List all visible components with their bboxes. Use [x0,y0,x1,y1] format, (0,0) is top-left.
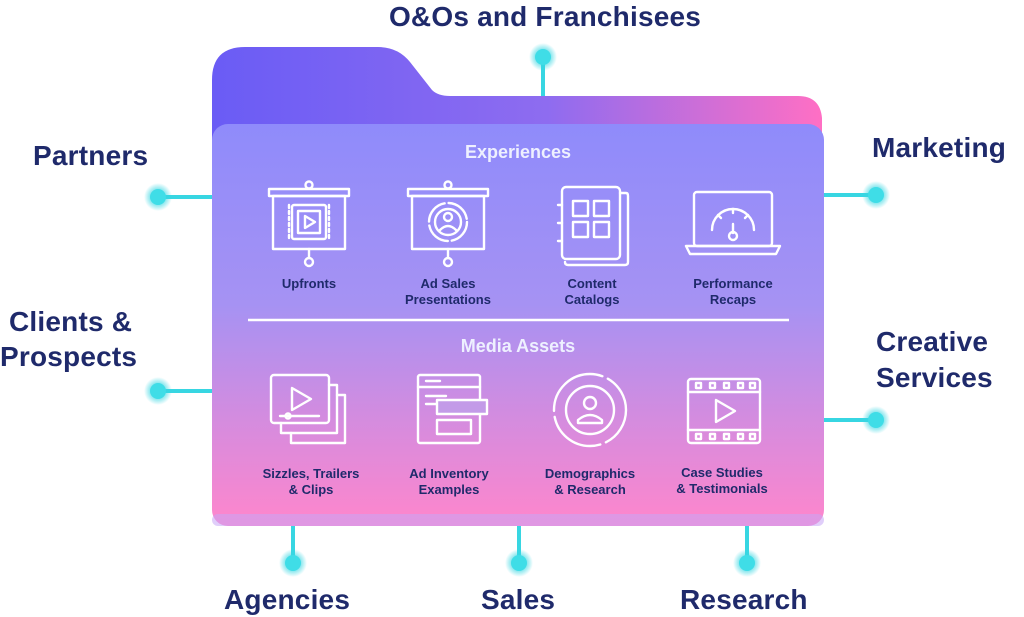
section-title-media-assets: Media Assets [460,336,576,356]
item-label-line1: Ad Inventory [409,466,489,481]
connector-dots [144,43,890,577]
label-bottom-left: Agencies [224,584,351,615]
folder-body [212,124,824,526]
item-label-line2: & Testimonials [676,481,768,496]
item-ad-sales-presentations: Ad Sales Presentations [378,276,518,308]
item-label-line1: Content [567,276,617,291]
label-right-top: Marketing [872,132,1007,163]
section-title-experiences: Experiences [464,142,572,162]
label-top: O&Os and Franchisees [388,1,702,32]
label-left-top: Partners [33,140,149,171]
laptop-gauge-icon [684,190,782,256]
item-upfronts: Upfronts [239,276,379,292]
catalog-grid-icon [556,185,630,267]
item-label-line2: & Research [554,482,626,497]
item-label-line1: Ad Sales [420,276,476,291]
label-bottom-right: Research [680,584,808,615]
item-label-line2: & Clips [288,482,334,497]
item-label-line1: Case Studies [681,465,763,480]
video-stack-icon [269,373,347,445]
film-strip-icon [686,377,762,445]
item-label-line2: Recaps [709,292,757,307]
demographics-donut-icon [552,372,628,448]
item-label-line1: Demographics [544,466,636,481]
item-content-catalogs: Content Catalogs [522,276,662,308]
label-right-bottom-line2: Services [876,362,993,393]
item-label-line1: Performance [693,276,773,291]
item-label-line1: Upfronts [281,276,337,291]
label-right-bottom-line1: Creative [876,326,989,357]
item-label-line2: Examples [418,482,480,497]
label-left-bottom-line1: Clients & [9,306,133,337]
label-left-bottom-line2: Prospects [0,341,138,372]
item-sizzles-trailers-clips: Sizzles, Trailers & Clips [226,466,396,498]
item-demographics-research: Demographics & Research [520,466,660,498]
item-case-studies-testimonials: Case Studies & Testimonials [652,465,792,497]
item-label-line2: Catalogs [564,292,620,307]
presentation-chart-icon [406,180,490,268]
item-label-line2: Presentations [405,292,491,307]
presentation-video-icon [267,180,351,268]
item-performance-recaps: Performance Recaps [663,276,803,308]
label-bottom-center: Sales [481,584,556,615]
item-ad-inventory-examples: Ad Inventory Examples [379,466,519,498]
ad-layout-icon [416,373,489,445]
item-label-line1: Sizzles, Trailers [262,466,360,481]
